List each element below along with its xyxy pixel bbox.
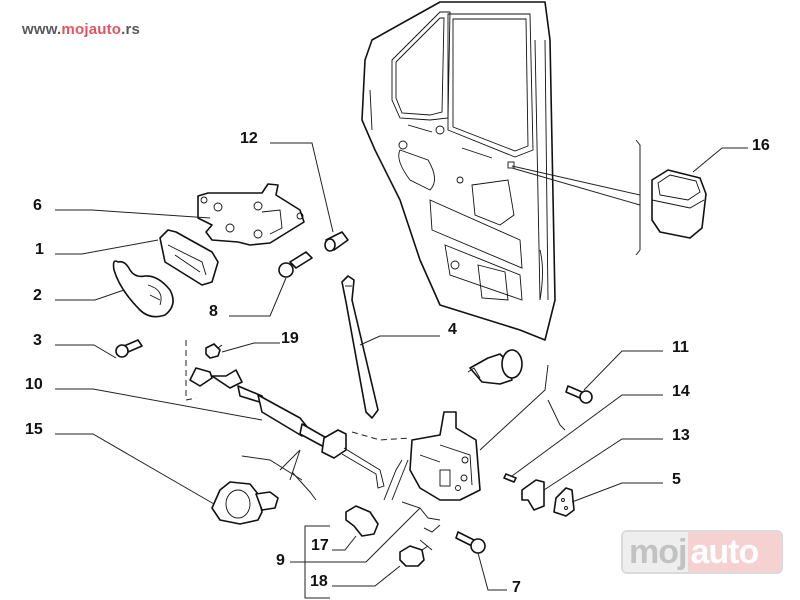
part-1-bracket bbox=[159, 229, 219, 286]
part-15-knob bbox=[211, 481, 279, 525]
callout-3: 3 bbox=[33, 332, 117, 359]
callout-label-11: 11 bbox=[672, 339, 689, 356]
callout-label-2: 2 bbox=[33, 287, 42, 304]
callout-label-9: 9 bbox=[276, 552, 285, 569]
callout-label-6: 6 bbox=[33, 197, 42, 214]
callout-6: 6 bbox=[33, 197, 211, 219]
callout-8: 8 bbox=[209, 277, 287, 320]
callout-label-17: 17 bbox=[311, 537, 329, 554]
part-4-rod bbox=[341, 275, 440, 419]
callout-label-4: 4 bbox=[448, 321, 457, 338]
group-bracket bbox=[304, 525, 330, 599]
callout-18: 18 bbox=[310, 565, 401, 590]
part-7-bolt bbox=[455, 531, 486, 554]
callout-label-15: 15 bbox=[25, 421, 43, 438]
callout-12: 12 bbox=[240, 130, 334, 233]
part-11-bolt bbox=[565, 385, 593, 404]
part-17-clip bbox=[345, 505, 379, 537]
part-13-bracket bbox=[521, 479, 545, 511]
callout-4: 4 bbox=[448, 321, 457, 338]
callout-label-5: 5 bbox=[672, 471, 681, 488]
part-16-plug bbox=[511, 139, 748, 256]
callout-11: 11 bbox=[583, 339, 689, 391]
callout-label-18: 18 bbox=[310, 573, 328, 590]
callout-label-12: 12 bbox=[240, 130, 258, 147]
callout-label-10: 10 bbox=[25, 376, 43, 393]
callout-label-14: 14 bbox=[672, 383, 690, 400]
part-12-bush bbox=[324, 231, 349, 252]
part-5-plate bbox=[553, 487, 575, 517]
watermark-auto: auto bbox=[688, 532, 781, 572]
callout-label-13: 13 bbox=[672, 427, 690, 444]
callout-label-16: 16 bbox=[752, 137, 770, 154]
part-8-bolt bbox=[278, 251, 313, 278]
callout-1: 1 bbox=[35, 239, 159, 258]
part-6-support bbox=[197, 183, 305, 246]
part-9-lock bbox=[351, 364, 566, 501]
watermark-logo: moj auto bbox=[621, 530, 783, 574]
callout-2: 2 bbox=[33, 287, 125, 304]
callout-14: 14 bbox=[511, 383, 690, 477]
watermark-moj: moj bbox=[623, 532, 689, 572]
callout-17: 17 bbox=[311, 535, 357, 554]
url-suffix: .rs bbox=[121, 21, 141, 38]
lock-cylinder bbox=[467, 349, 523, 385]
part-2-handle bbox=[112, 260, 174, 318]
door-panel bbox=[361, 1, 556, 341]
callout-19: 19 bbox=[221, 330, 299, 353]
callout-label-7: 7 bbox=[512, 579, 521, 596]
site-url[interactable]: www.mojauto.rs bbox=[22, 21, 140, 38]
callout-label-19: 19 bbox=[281, 330, 299, 347]
part-19-clip bbox=[205, 343, 223, 359]
callout-5: 5 bbox=[571, 471, 681, 503]
callout-16: 16 bbox=[752, 137, 770, 154]
callout-label-3: 3 bbox=[33, 332, 42, 349]
callout-10: 10 bbox=[25, 376, 263, 421]
url-prefix: www. bbox=[22, 21, 62, 38]
callout-label-1: 1 bbox=[35, 241, 44, 258]
callout-13: 13 bbox=[543, 427, 690, 491]
part-18-clip bbox=[399, 545, 429, 567]
part-10-cable bbox=[185, 340, 385, 489]
callout-7: 7 bbox=[477, 552, 521, 596]
callout-label-8: 8 bbox=[209, 303, 218, 320]
callout-15: 15 bbox=[25, 421, 215, 505]
part-14-pin bbox=[503, 473, 517, 483]
url-brand: mojauto bbox=[61, 21, 122, 38]
callout-9: 9 bbox=[276, 507, 421, 569]
part-3-screw bbox=[115, 339, 143, 358]
